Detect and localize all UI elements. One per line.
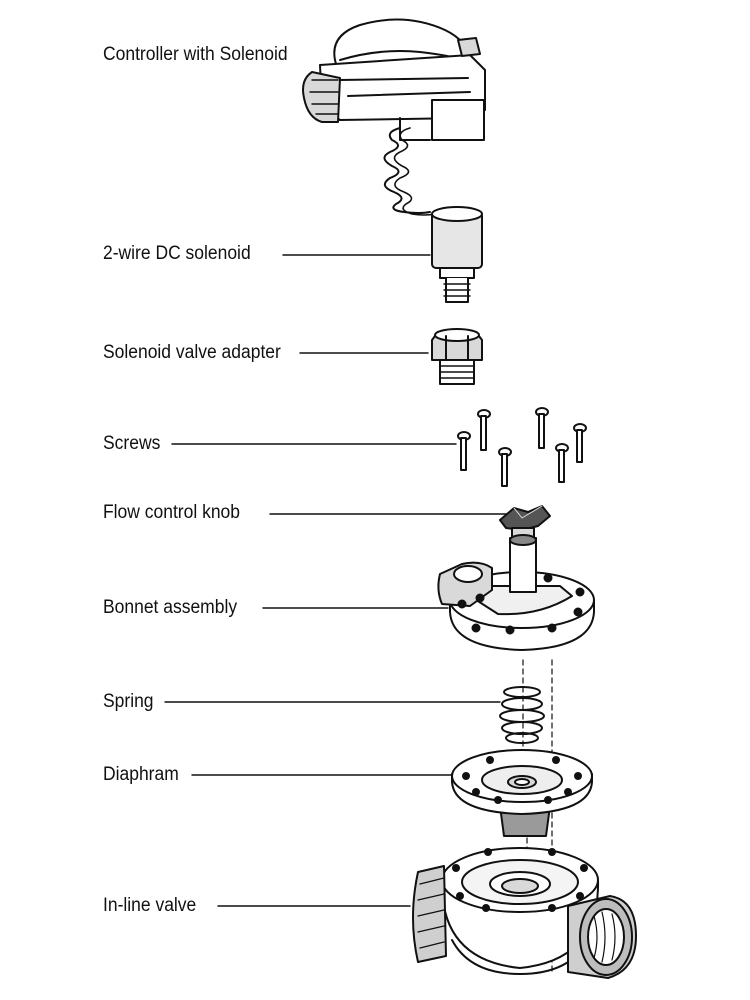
- screw: [457, 431, 471, 471]
- screw: [535, 407, 549, 449]
- label-flow-knob: Flow control knob: [103, 502, 240, 523]
- label-spring: Spring: [103, 691, 154, 712]
- label-diaphragm: Diaphram: [103, 764, 179, 785]
- label-bonnet: Bonnet assembly: [103, 597, 238, 618]
- label-valve: In-line valve: [103, 895, 197, 916]
- label-adapter: Solenoid valve adapter: [103, 342, 281, 363]
- leader-lines: [164, 254, 511, 907]
- solenoid-valve-adapter-drawing: [431, 328, 483, 385]
- diaphragm-drawing: [451, 749, 593, 837]
- in-line-valve-drawing: [412, 847, 637, 979]
- screw: [477, 409, 491, 451]
- screw: [555, 443, 569, 483]
- label-screws: Screws: [103, 433, 161, 454]
- spring-drawing: [499, 686, 545, 744]
- controller-with-solenoid-drawing: [302, 18, 486, 216]
- label-dc-solenoid: 2-wire DC solenoid: [103, 243, 251, 264]
- dc-solenoid-drawing: [431, 206, 483, 303]
- screw: [573, 423, 587, 463]
- bonnet-assembly-drawing: [437, 534, 595, 651]
- screws-drawing: [457, 407, 587, 487]
- screw: [498, 447, 512, 487]
- label-controller: Controller with Solenoid: [103, 44, 288, 65]
